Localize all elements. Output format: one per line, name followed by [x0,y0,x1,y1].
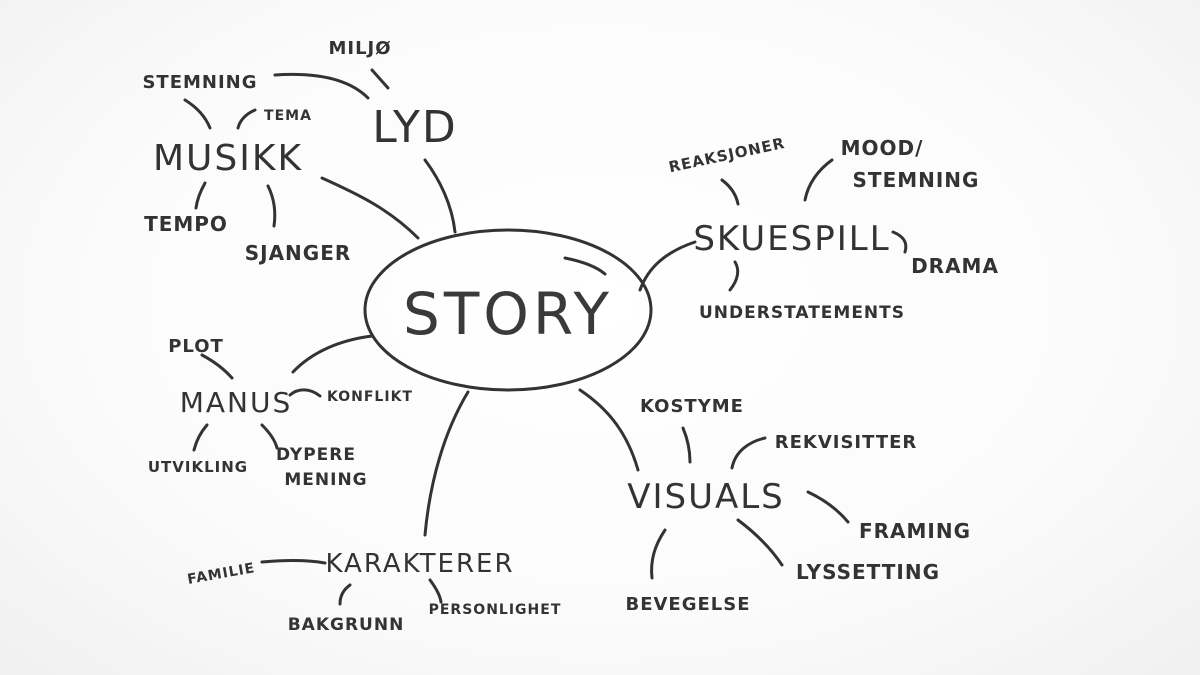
connector-karakterer-bakgrunn [338,583,352,606]
connector-lyd-stemning [273,72,370,100]
leaf-bevegelse-label: BEVEGELSE [625,594,750,615]
leaf-tempo-label: TEMPO [144,212,228,236]
leaf-understatements-label: UNDERSTATEMENTS [699,303,905,323]
branch-lyd-label: LYD [372,102,457,153]
leaf-personlighet-label: PERSONLIGHET [429,602,562,618]
leaf-plot-label: PLOT [168,336,224,357]
connector-skuespill-drama [891,230,908,254]
leaf-konflikt-label: KONFLIKT [327,389,413,405]
branch-skuespill-label: SKUESPILL [693,219,890,259]
connector-musikk-stemning [183,98,212,130]
connector-skuespill-mood [803,158,834,202]
connector-manus-utvikling [192,423,209,452]
connector-skuespill-reaksjoner [720,178,740,206]
leaf-utvikling-label: UTVIKLING [148,458,248,476]
connector-story-visuals [578,388,640,472]
connector-musikk-tema [236,108,257,130]
branch-musikk-label: MUSIKK [153,138,303,179]
connector-visuals-bevegelse [650,528,667,580]
branch-visuals-label: VISUALS [627,477,785,517]
leaf-mening-label: MENING [284,470,367,490]
branch-karakterer-label: KARAKTERER [325,549,514,579]
connector-visuals-framing [806,490,850,524]
leaf-mood-label: MOOD/ [841,136,924,160]
leaf-bakgrunn-label: BAKGRUNN [288,615,405,635]
connector-story-lyd [423,158,457,234]
leaf-miljo-label: MILJØ [328,38,391,59]
connector-visuals-rekvisitter [730,436,767,470]
connector-story-karakterer [423,390,470,537]
connector-story-skuespill [638,240,697,292]
leaf-familie-label: FAMILIE [186,560,256,588]
connector-lyd-miljo [370,68,390,90]
leaf-rekvisitter-label: REKVISITTER [775,432,918,453]
leaf-lyd-stemning-label: STEMNING [142,72,257,93]
connector-skuespill-understatements [728,260,740,292]
leaf-drama-label: DRAMA [911,254,999,278]
connectors [183,68,908,606]
labels: STORY LYD MILJØ STEMNING MUSIKK TEMA TEM… [142,38,999,635]
connector-manus-plot [200,353,234,380]
branch-manus-label: MANUS [180,386,293,419]
leaf-dypere-label: DYPERE [276,445,356,465]
connector-story-musikk [320,176,420,240]
center-story-label: STORY [403,280,613,348]
connector-musikk-sjanger [266,184,277,228]
connector-musikk-tempo [194,181,207,210]
connector-karakterer-personlighet [428,578,443,604]
leaf-tema-label: TEMA [264,108,312,124]
connector-karakterer-familie [260,559,327,565]
leaf-skuespill-stemning-label: STEMNING [853,168,980,192]
leaf-kostyme-label: KOSTYME [640,396,744,417]
story-ellipse [363,228,653,392]
leaf-sjanger-label: SJANGER [245,241,352,265]
leaf-lyssetting-label: LYSSETTING [796,560,940,584]
connector-story-loop [563,256,607,276]
leaf-reaksjoner-label: REAKSJONER [667,134,787,176]
connector-story-manus [291,334,374,374]
connector-manus-dypere [260,423,279,450]
leaf-framing-label: FRAMING [859,519,971,543]
connector-visuals-kostyme [681,426,692,464]
connector-visuals-lyssetting [736,518,784,567]
connector-manus-konflikt [288,388,322,398]
